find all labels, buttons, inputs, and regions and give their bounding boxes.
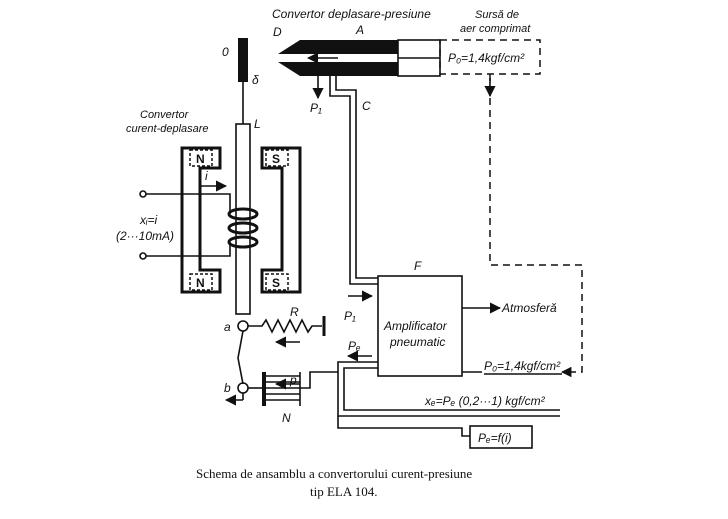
label-N-bellows: N <box>282 411 291 425</box>
output-equation: xₑ=Pₑ (0,2···1) kgf/cm² <box>424 394 546 408</box>
link-ab <box>237 330 244 385</box>
pole-S-bottom: S <box>272 276 280 290</box>
label-i: i <box>205 169 208 183</box>
label-delta: δ <box>252 73 259 87</box>
label-R: R <box>290 305 299 319</box>
label-xi: xᵢ=i <box>139 213 158 227</box>
label-a: a <box>224 320 231 334</box>
magnet-right <box>260 146 302 294</box>
pole-N-bottom-box <box>189 273 213 291</box>
output-to-result <box>337 416 470 437</box>
bellows-plate <box>262 372 266 406</box>
atmosphere-label: Atmosferă <box>501 301 557 315</box>
air-source-label-2: aer comprimat <box>460 23 531 35</box>
flapper <box>238 38 248 82</box>
nozzle-body-bottom <box>338 62 398 76</box>
coil <box>227 207 259 249</box>
label-range: (2···10mA) <box>116 229 174 243</box>
output-line-outer <box>337 361 560 417</box>
air-source-label-1: Sursă de <box>475 9 519 21</box>
label-F: F <box>414 259 422 273</box>
label-b: b <box>224 381 231 395</box>
pole-N-top: N <box>196 152 205 166</box>
bellows-feed-outer <box>300 371 338 389</box>
supply-pressure-label: P₀=1,4kgf/cm² <box>448 51 525 65</box>
label-p: p <box>289 373 297 387</box>
label-D: D <box>273 25 282 39</box>
label-A: A <box>355 23 364 37</box>
title-deplasare-presiune: Convertor deplasare-presiune <box>272 7 431 21</box>
spring-R <box>248 318 322 334</box>
amplifier-label-2: pneumatic <box>389 335 445 349</box>
supply-dashed-line <box>489 74 583 378</box>
amplifier-box <box>377 275 463 377</box>
label-0: 0 <box>222 45 229 59</box>
pole-S-top: S <box>272 152 280 166</box>
conv-current-label-2: curent-deplasare <box>126 123 209 135</box>
nozzle-body-top <box>338 40 398 54</box>
result-label: Pₑ=f(i) <box>478 431 512 445</box>
pivot-b <box>237 382 249 394</box>
label-P1-amp: P₁ <box>344 309 356 323</box>
result-box <box>469 425 533 449</box>
label-P1-top: P₁ <box>310 101 322 115</box>
label-L: L <box>254 117 261 131</box>
amplifier-label-1: Amplificator <box>383 319 448 333</box>
line-C-outer <box>329 76 378 285</box>
pole-S-top-box <box>265 149 289 167</box>
amp-supply-label: P₀=1,4kgf/cm² <box>484 359 561 373</box>
pivot-a <box>237 320 249 332</box>
nozzle-tip-bottom <box>278 62 338 76</box>
label-C: C <box>362 99 371 113</box>
conv-current-label-1: Convertor <box>140 109 190 121</box>
wire-bottom <box>146 242 231 257</box>
pole-N-bottom: N <box>196 276 205 290</box>
wire-top <box>146 193 231 214</box>
label-Pe: Pₑ <box>348 339 361 353</box>
output-line-inner <box>343 367 560 411</box>
caption-line-1: Schema de ansamblu a convertorului curen… <box>196 466 472 481</box>
pole-N-top-box <box>189 149 213 167</box>
terminal-bottom <box>139 252 147 260</box>
nozzle-tip-top <box>278 40 338 54</box>
label-Q: Q <box>318 39 327 53</box>
line-C-inner <box>335 76 378 279</box>
terminal-top <box>139 190 147 198</box>
magnet-left <box>180 146 222 294</box>
pole-S-bottom-box <box>265 273 289 291</box>
caption-line-2: tip ELA 104. <box>310 484 378 499</box>
